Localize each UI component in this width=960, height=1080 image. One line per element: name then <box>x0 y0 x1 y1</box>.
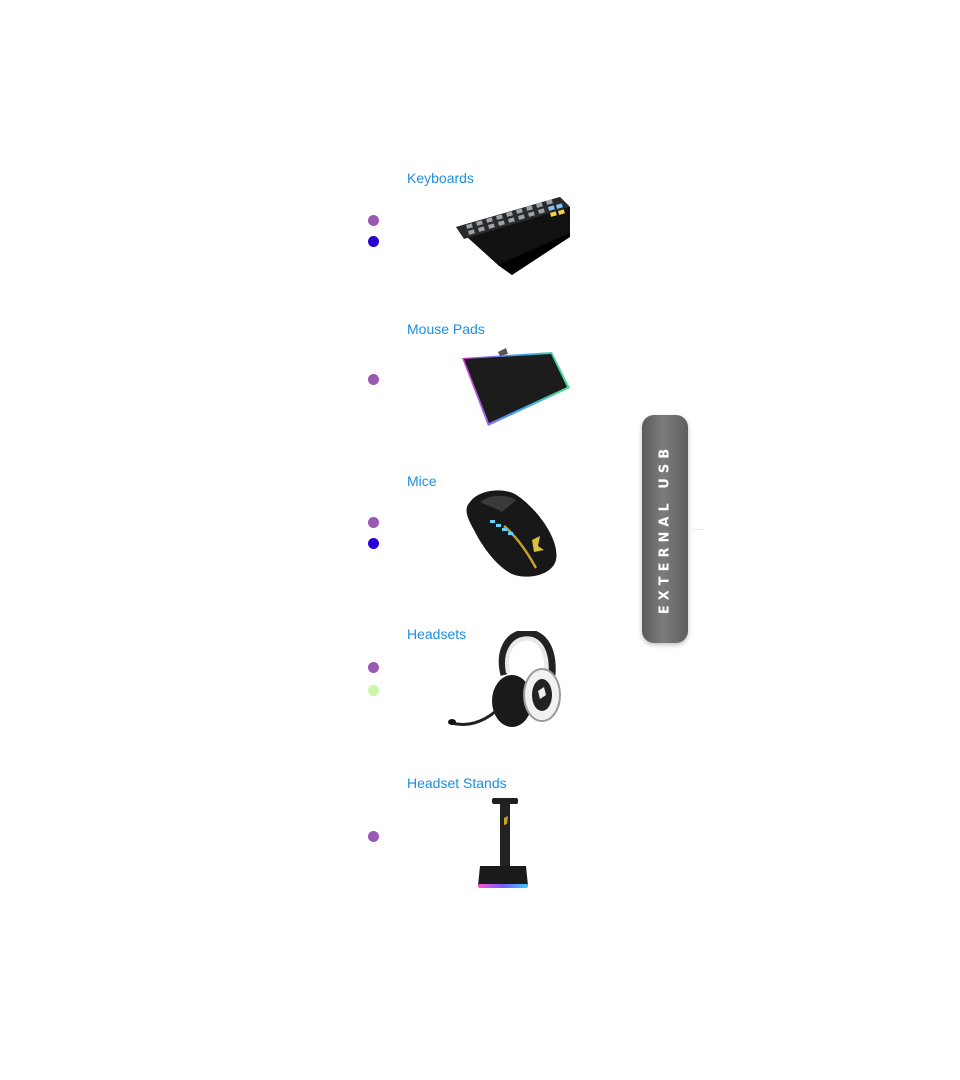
category-label-headsets[interactable]: Headsets <box>407 626 467 642</box>
mouse-icon[interactable] <box>460 486 560 580</box>
external-usb-tab[interactable]: EXTERNAL USB <box>642 415 688 643</box>
external-usb-label: EXTERNAL USB <box>657 443 673 615</box>
category-headset-stands: Headset Stands <box>360 774 600 894</box>
category-label-keyboards[interactable]: Keyboards <box>407 170 474 186</box>
connector-line <box>688 529 704 530</box>
headset-icon[interactable] <box>448 631 566 733</box>
category-keyboards: Keyboards <box>360 169 600 279</box>
status-dot <box>368 538 379 549</box>
headset-stand-icon[interactable] <box>474 798 532 894</box>
category-label-mouse-pads[interactable]: Mouse Pads <box>407 321 485 337</box>
status-dot <box>368 236 379 247</box>
status-dot <box>368 517 379 528</box>
category-label-headset-stands[interactable]: Headset Stands <box>407 775 507 791</box>
keyboard-icon[interactable] <box>452 193 572 277</box>
category-mouse-pads: Mouse Pads <box>360 320 600 430</box>
category-mice: Mice <box>360 472 600 584</box>
status-dot <box>368 831 379 842</box>
mouse-pad-icon[interactable] <box>460 346 574 430</box>
status-dot <box>368 685 379 696</box>
status-dot <box>368 374 379 385</box>
status-dot <box>368 215 379 226</box>
category-headsets: Headsets <box>360 625 600 735</box>
category-label-mice[interactable]: Mice <box>407 473 437 489</box>
status-dot <box>368 662 379 673</box>
